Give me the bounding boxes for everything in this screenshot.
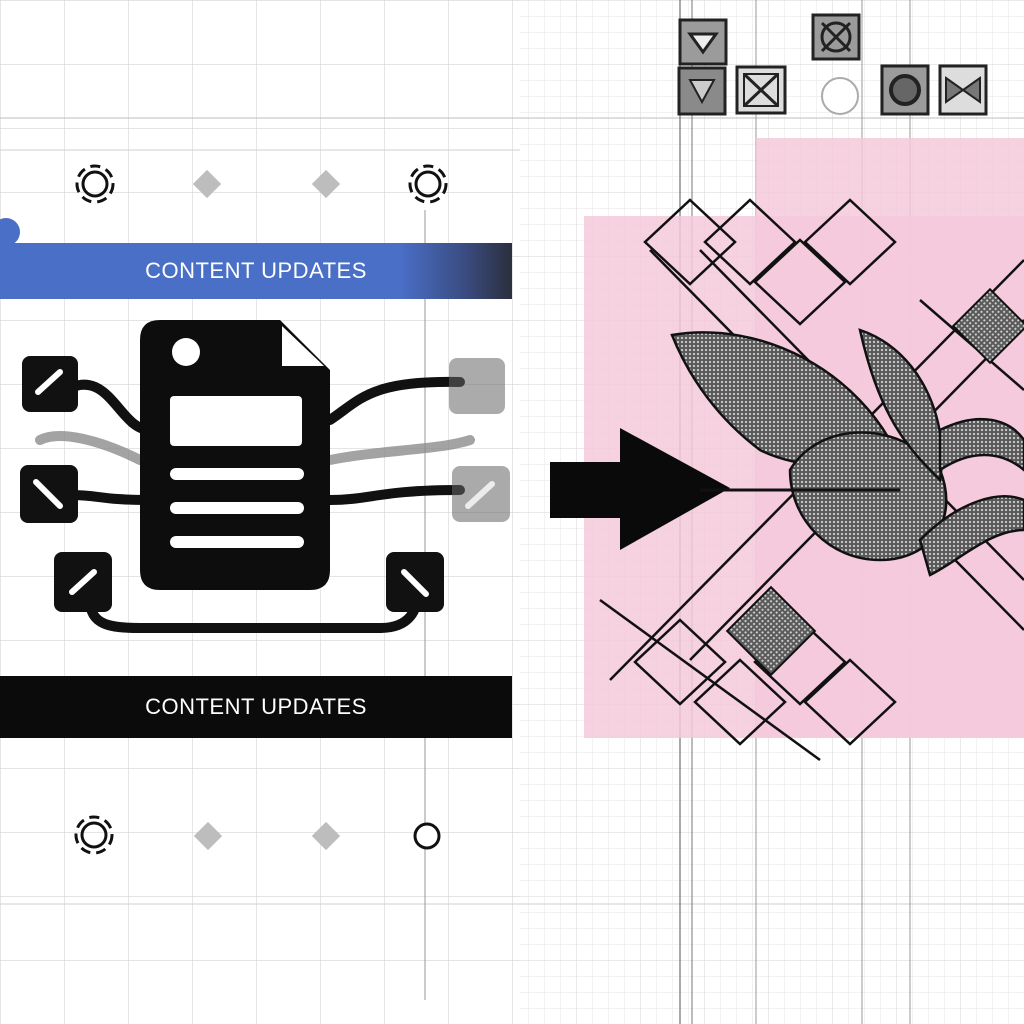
diamond-fill-icon: [725, 585, 817, 677]
connector-node-icon[interactable]: [449, 358, 505, 414]
ring-icon[interactable]: [880, 64, 930, 116]
leaf-icon: [670, 328, 1024, 577]
content-updates-banner-top: CONTENT UPDATES: [0, 243, 512, 299]
diamond-handle-icon[interactable]: [193, 821, 223, 851]
connector-node-icon[interactable]: [20, 465, 78, 523]
banner-top-label: CONTENT UPDATES: [145, 258, 367, 283]
rotate-handle-icon[interactable]: [408, 164, 448, 204]
arrow-right-icon: [550, 428, 730, 550]
connector-node-icon[interactable]: [386, 552, 444, 612]
diamond-fill-icon: [951, 287, 1024, 365]
selection-dot-icon[interactable]: [0, 218, 20, 246]
bowtie-icon[interactable]: [938, 64, 988, 116]
diamond-icon[interactable]: [677, 66, 727, 116]
connector-node-icon[interactable]: [22, 356, 78, 412]
content-updates-banner-bottom: CONTENT UPDATES: [0, 676, 512, 738]
connector-node-icon[interactable]: [452, 466, 510, 522]
cross-box-icon[interactable]: [735, 65, 787, 115]
diamond-handle-icon[interactable]: [311, 821, 341, 851]
circle-handle-icon[interactable]: [413, 822, 441, 850]
circle-icon[interactable]: [821, 77, 859, 115]
triangle-icon[interactable]: [678, 18, 728, 66]
target-icon[interactable]: [811, 13, 861, 61]
rotate-handle-icon[interactable]: [75, 164, 115, 204]
document-icon: [140, 320, 330, 590]
rotate-handle-icon[interactable]: [74, 815, 114, 855]
connector-node-icon[interactable]: [54, 552, 112, 612]
banner-bottom-label: CONTENT UPDATES: [145, 694, 367, 719]
